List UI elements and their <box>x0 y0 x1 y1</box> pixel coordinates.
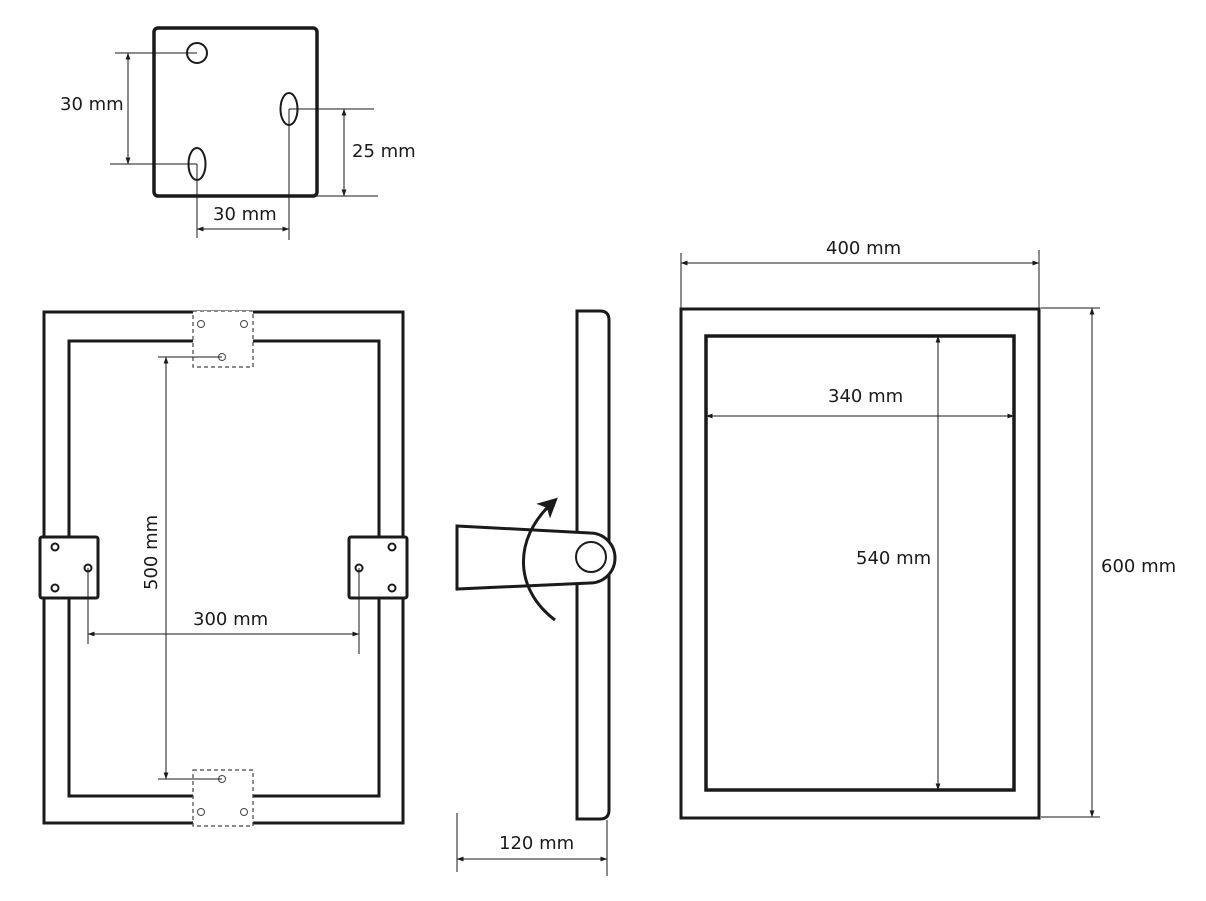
right-bracket <box>347 535 409 600</box>
top-bracket <box>192 310 254 368</box>
label-vertical-hole-spacing: 30 mm <box>60 94 124 115</box>
label-inner-height: 540 mm <box>856 548 931 569</box>
pivot-knob <box>575 541 607 573</box>
label-slot-offset: 25 mm <box>352 141 416 162</box>
label-inner-width: 340 mm <box>828 386 903 407</box>
label-outer-width: 400 mm <box>826 238 901 259</box>
front-outer-frame <box>679 307 1041 820</box>
label-outer-height: 600 mm <box>1101 556 1176 577</box>
label-horizontal-bracket-spacing: 300 mm <box>193 609 268 630</box>
bracket-plate <box>152 26 319 198</box>
bottom-bracket <box>192 769 254 827</box>
wall-arm <box>455 524 617 591</box>
rotation-arrow <box>522 497 558 622</box>
front-inner-mirror <box>704 334 1016 792</box>
front-view: 400 mm 600 mm 340 mm 540 mm <box>679 238 1176 820</box>
label-horizontal-hole-spacing: 30 mm <box>213 204 277 225</box>
label-depth: 120 mm <box>499 833 574 854</box>
label-vertical-bracket-spacing: 500 mm <box>141 515 162 590</box>
side-view: 120 mm <box>455 309 617 876</box>
bracket-detail: 30 mm 25 mm 30 mm <box>60 26 416 240</box>
back-view: 500 mm 300 mm <box>38 310 409 827</box>
back-inner-frame <box>67 339 381 798</box>
left-bracket <box>38 535 100 600</box>
